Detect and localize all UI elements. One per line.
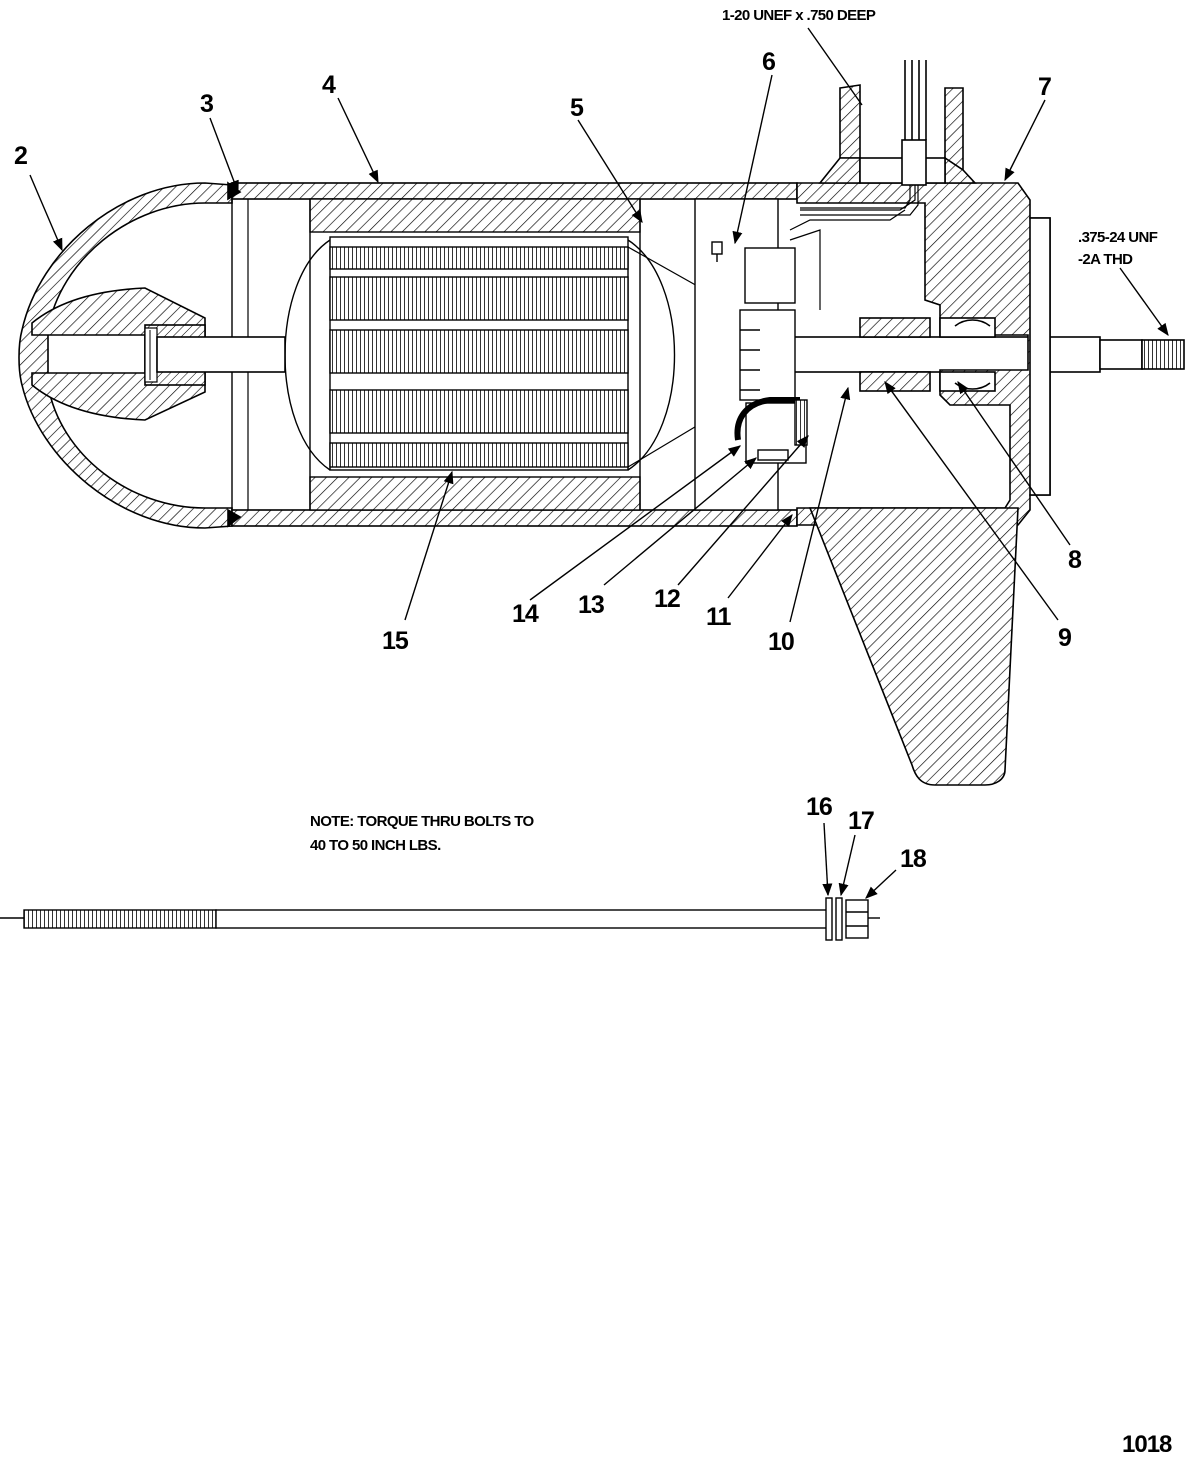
callout-15: 15 [382, 627, 409, 655]
callout-6: 6 [762, 48, 775, 76]
torque-note-line-1: NOTE: TORQUE THRU BOLTS TO [310, 813, 534, 830]
torque-note-line-2: 40 TO 50 INCH LBS. [310, 837, 441, 854]
callout-5: 5 [570, 94, 584, 122]
callout-12: 12 [654, 585, 680, 613]
callout-10: 10 [768, 628, 794, 656]
magnets [309, 198, 641, 511]
commutator [694, 198, 808, 511]
callout-16: 16 [806, 793, 832, 821]
callout-18: 18 [900, 845, 927, 873]
callout-8: 8 [1068, 546, 1082, 574]
callouts: 2 3 4 5 6 7 8 9 10 11 12 13 14 15 16 17 … [14, 48, 1083, 873]
spec-labels: 1-20 UNEF x .750 DEEP .375-24 UNF -2A TH… [310, 7, 1158, 854]
callout-13: 13 [578, 591, 604, 619]
port-thread-spec: 1-20 UNEF x .750 DEEP [722, 7, 876, 24]
end-bell [789, 182, 1051, 526]
leader-lines [29, 27, 1169, 899]
skeg [808, 507, 1019, 786]
callout-7: 7 [1038, 73, 1051, 101]
thru-bolt [0, 897, 880, 941]
shaft-thread-spec-line-2: -2A THD [1078, 251, 1133, 268]
armature [284, 236, 741, 471]
callout-4: 4 [322, 71, 336, 99]
page-number: 1018 [1122, 1431, 1172, 1458]
callout-9: 9 [1058, 624, 1071, 652]
shaft-thread-spec-line-1: .375-24 UNF [1078, 229, 1158, 246]
callout-17: 17 [848, 807, 874, 835]
callout-14: 14 [512, 600, 539, 628]
cord-port [800, 60, 977, 216]
callout-3: 3 [200, 90, 213, 118]
callout-11: 11 [706, 603, 732, 631]
callout-2: 2 [14, 142, 27, 170]
